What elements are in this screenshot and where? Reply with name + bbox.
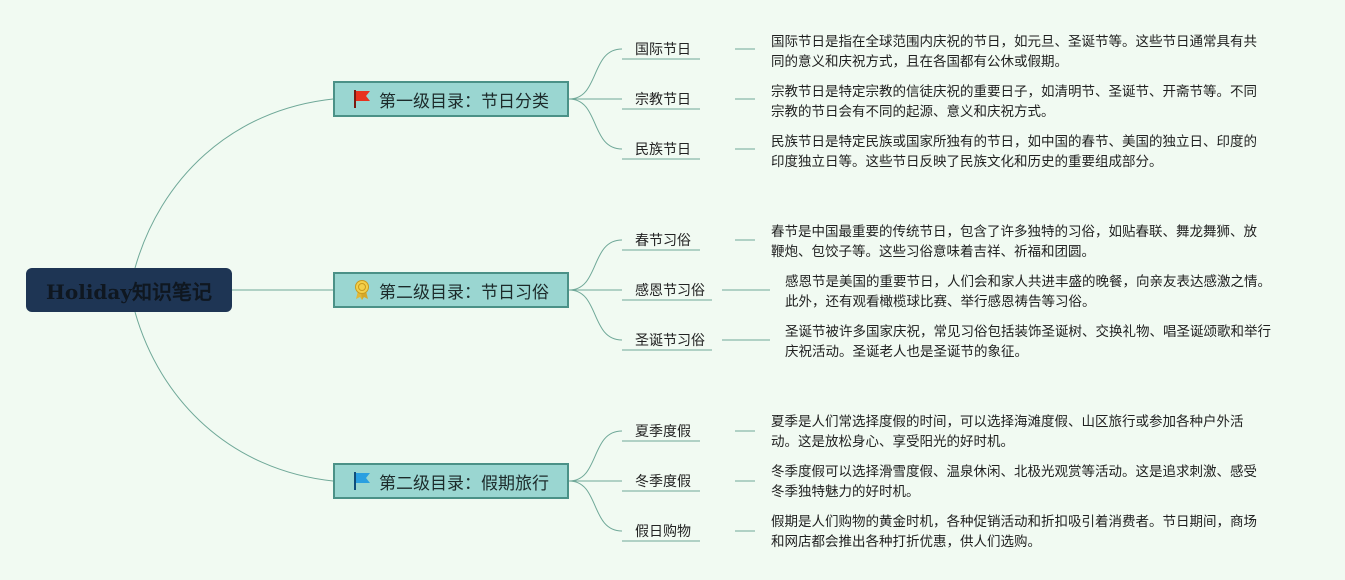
leaf-religious[interactable]: 宗教节日 [635, 92, 691, 108]
leaf-winter-vacation[interactable]: 冬季度假 [635, 474, 691, 490]
leaf-thanksgiving[interactable]: 感恩节习俗 [635, 283, 705, 299]
desc-winter-vacation: 冬季度假可以选择滑雪度假、温泉休闲、北极光观赏等活动。这是追求刺激、感受冬季独特… [771, 464, 1257, 500]
leaf-christmas[interactable]: 圣诞节习俗 [635, 333, 705, 349]
link-branch-1-leaf-1 [568, 48, 623, 100]
link-leaf-1-1-desc [622, 48, 755, 60]
leaf-summer-vacation[interactable]: 夏季度假 [635, 424, 691, 440]
link-branch-2-leaf-1 [568, 239, 623, 291]
desc-summer-vacation: 夏季是人们常选择度假的时间，可以选择海滩度假、山区旅行或参加各种户外活动。这是放… [771, 414, 1244, 450]
link-leaf-3-2-desc [622, 480, 755, 492]
branch-node-categories[interactable]: 第一级目录：节日分类 [333, 81, 569, 117]
desc-thanksgiving: 感恩节是美国的重要节日，人们会和家人共进丰盛的晚餐，向亲友表达感激之情。此外，还… [785, 274, 1271, 310]
leaf-holiday-shopping[interactable]: 假日购物 [635, 524, 691, 540]
award-ribbon-icon [351, 279, 373, 301]
branch-label: 第二级目录：节日习俗 [379, 282, 549, 303]
root-node[interactable]: Holiday知识笔记 [26, 268, 232, 312]
branch-node-travel[interactable]: 第二级目录：假期旅行 [333, 463, 569, 499]
leaf-ethnic[interactable]: 民族节日 [635, 142, 691, 158]
desc-ethnic: 民族节日是特定民族或国家所独有的节日，如中国的春节、美国的独立日、印度的印度独立… [771, 134, 1257, 170]
blue-flag-icon [351, 470, 373, 492]
desc-christmas: 圣诞节被许多国家庆祝，常见习俗包括装饰圣诞树、交换礼物、唱圣诞颂歌和举行庆祝活动… [785, 324, 1271, 360]
link-leaf-2-2-desc [622, 289, 770, 301]
link-leaf-1-2-desc [622, 98, 755, 110]
link-branch-2-leaf-3 [568, 289, 623, 341]
desc-international: 国际节日是指在全球范围内庆祝的节日，如元旦、圣诞节等。这些节日通常具有共同的意义… [771, 34, 1257, 70]
link-root-branch-3 [134, 311, 334, 482]
desc-spring-festival: 春节是中国最重要的传统节日，包含了许多独特的习俗，如贴春联、舞龙舞狮、放鞭炮、包… [771, 224, 1257, 260]
link-branch-3-leaf-3 [568, 480, 623, 532]
link-leaf-2-1-desc [622, 239, 755, 251]
link-leaf-2-3-desc [622, 339, 770, 351]
leaf-spring-festival[interactable]: 春节习俗 [635, 233, 691, 249]
link-leaf-3-1-desc [622, 430, 755, 442]
red-flag-icon [351, 88, 373, 110]
desc-holiday-shopping: 假期是人们购物的黄金时机，各种促销活动和折扣吸引着消费者。节日期间，商场和网店都… [771, 514, 1257, 550]
link-branch-1-leaf-3 [568, 98, 623, 150]
root-title: Holiday知识笔记 [46, 279, 212, 304]
link-branch-3-leaf-1 [568, 430, 623, 482]
branch-label: 第二级目录：假期旅行 [379, 473, 549, 494]
link-root-branch-1 [134, 98, 334, 269]
link-leaf-3-3-desc [622, 530, 755, 542]
desc-religious: 宗教节日是特定宗教的信徒庆祝的重要日子，如清明节、圣诞节、开斋节等。不同宗教的节… [771, 84, 1257, 120]
branch-node-customs[interactable]: 第二级目录：节日习俗 [333, 272, 569, 308]
link-leaf-1-3-desc [622, 148, 755, 160]
branch-label: 第一级目录：节日分类 [379, 91, 549, 112]
leaf-international[interactable]: 国际节日 [635, 42, 691, 58]
